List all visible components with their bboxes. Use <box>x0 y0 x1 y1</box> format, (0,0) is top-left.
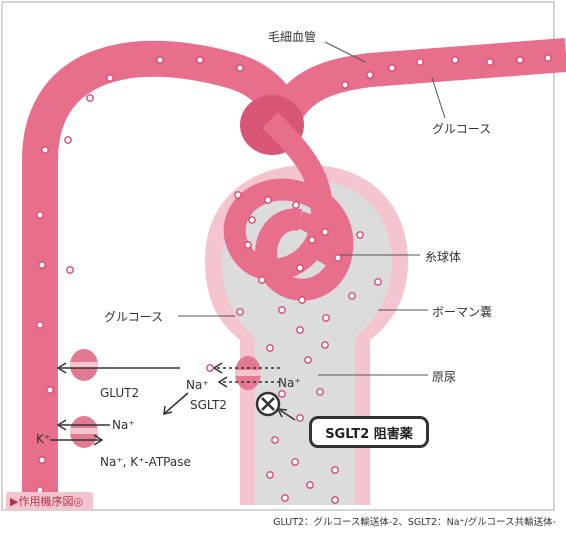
transporters <box>70 349 261 448</box>
glucose-dot <box>545 55 551 61</box>
glucose-dot <box>272 437 278 443</box>
glucose-dot <box>197 57 203 63</box>
na-plus-sglt-label: Na⁺ <box>186 378 209 392</box>
glucose-dot <box>39 457 45 463</box>
glucose-dot <box>292 459 298 465</box>
glucose-dot <box>87 95 93 101</box>
glucose-dot <box>237 309 243 315</box>
footnote: GLUT2：グルコース輸送体-2、SGLT2：Na⁺/グルコース共輸送体- <box>273 514 556 528</box>
urine-label: 原尿 <box>432 368 456 385</box>
glucose-dot <box>307 482 313 488</box>
glucose-dot <box>207 365 213 371</box>
figure-tag: ▶作用機序図◎ <box>6 492 93 510</box>
glucose-dot <box>452 57 458 63</box>
glucose-dot <box>375 279 381 285</box>
glomerulus-label: 糸球体 <box>425 248 461 265</box>
glucose-dot <box>317 389 323 395</box>
glucose-dot <box>37 212 43 218</box>
glucose-dot <box>342 82 348 88</box>
glut2-transporter <box>70 349 98 381</box>
sglt2-inhibitor-box: SGLT2 阻害薬 <box>309 416 429 448</box>
glucose-vessel-label: グルコース <box>432 120 491 137</box>
glucose-dot <box>305 357 311 363</box>
glucose-dot <box>367 72 373 78</box>
glucose-dot <box>297 415 303 421</box>
na-plus-mid-label: Na⁺ <box>112 418 135 432</box>
glucose-dot <box>417 59 423 65</box>
glucose-dot <box>309 237 315 243</box>
glucose-dot <box>299 297 305 303</box>
na-k-atpase-transporter <box>70 416 98 448</box>
glucose-dot <box>282 495 288 501</box>
na-diag-arrow <box>165 393 188 413</box>
sglt2-transporter <box>235 356 261 390</box>
glucose-dot <box>67 267 73 273</box>
glucose-dot <box>332 497 338 503</box>
glucose-dot <box>47 387 53 393</box>
glucose-dot <box>349 293 355 299</box>
glucose-dot <box>265 197 271 203</box>
glucose-dot <box>267 345 273 351</box>
glucose-dot <box>389 65 395 71</box>
glucose-dot <box>293 202 299 208</box>
glucose-dot <box>297 265 303 271</box>
glucose-dot <box>235 192 241 198</box>
glucose-dot <box>39 262 45 268</box>
glucose-dot <box>487 59 493 65</box>
glucose-dot <box>322 342 328 348</box>
capillary-label: 毛細血管 <box>268 28 316 45</box>
glucose-dot <box>237 65 243 71</box>
capillary-vessel-right <box>285 55 566 115</box>
bowman-label: ボーマン嚢 <box>432 303 492 320</box>
glucose-dot <box>332 467 338 473</box>
glucose-dot <box>37 322 43 328</box>
glucose-dot <box>322 229 328 235</box>
glucose-dot <box>259 277 265 283</box>
glucose-dot <box>157 57 163 63</box>
glucose-dot <box>65 137 71 143</box>
glut2-label: GLUT2 <box>100 386 139 400</box>
k-plus-label: K⁺ <box>36 432 50 446</box>
glucose-dot <box>323 315 329 321</box>
glucose-dot <box>245 242 251 248</box>
circled-x-icon <box>257 393 279 415</box>
na-plus-right-label: Na⁺ <box>278 376 301 390</box>
glucose-tubule-label: グルコース <box>104 308 163 325</box>
glucose-dot <box>267 472 273 478</box>
glucose-dot <box>357 232 363 238</box>
glucose-dot <box>249 217 255 223</box>
glucose-dot <box>279 391 285 397</box>
glucose-dot <box>297 327 303 333</box>
glucose-dot <box>42 147 48 153</box>
atpase-label: Na⁺, K⁺-ATPase <box>100 455 191 469</box>
glucose-dot <box>335 255 341 261</box>
glucose-dot <box>279 307 285 313</box>
glucose-dot <box>107 75 113 81</box>
sglt2-label: SGLT2 <box>190 398 227 412</box>
glucose-dot <box>517 57 523 63</box>
